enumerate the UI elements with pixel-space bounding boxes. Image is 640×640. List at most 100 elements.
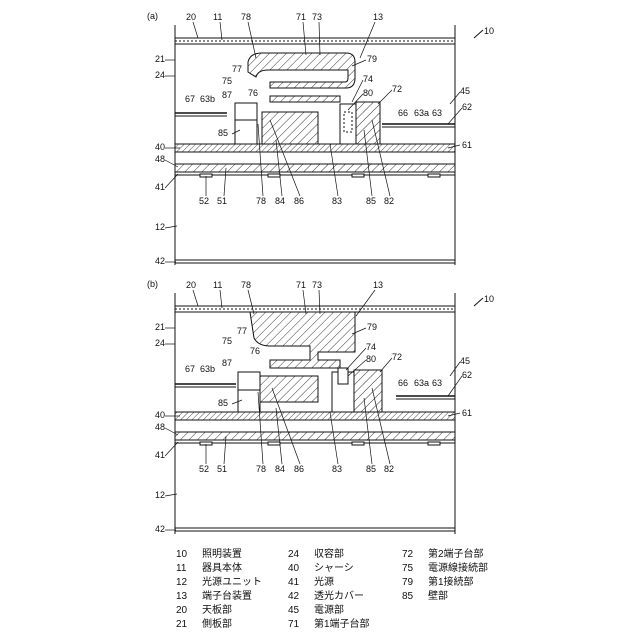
label-77: 77 (232, 64, 242, 74)
led-b-3 (352, 442, 364, 445)
label-40: 40 (155, 410, 165, 420)
terminal-71-body-b (258, 376, 318, 402)
led-b-4 (428, 442, 440, 445)
led-a-4 (428, 174, 440, 177)
label-82: 82 (384, 196, 394, 206)
label-77: 77 (237, 326, 247, 336)
label-76: 76 (248, 88, 258, 98)
label-85: 85 (366, 464, 376, 474)
wall-85-left-b (238, 390, 260, 412)
label-42: 42 (155, 524, 165, 534)
chassis-40-a (175, 144, 455, 152)
terminal-71-body-a (262, 112, 318, 144)
label-63: 63 (432, 378, 442, 388)
led-b-2 (268, 442, 280, 445)
label-13: 13 (373, 280, 383, 290)
label-63a: 63a (414, 108, 429, 118)
connector-74-a (344, 112, 352, 132)
label-85: 85 (366, 196, 376, 206)
label-78-b: 78 (256, 196, 266, 206)
label-86: 86 (294, 464, 304, 474)
label-41: 41 (155, 450, 165, 460)
label-21: 21 (155, 54, 165, 64)
label-87: 87 (222, 90, 232, 100)
label-83: 83 (332, 464, 342, 474)
light-41-row-a (175, 172, 455, 175)
connector-74-b (338, 368, 348, 384)
label-63: 63 (432, 108, 442, 118)
label-51: 51 (217, 196, 227, 206)
label-62: 62 (462, 370, 472, 380)
label-48: 48 (155, 154, 165, 164)
label-72: 72 (392, 84, 402, 94)
label-52: 52 (199, 464, 209, 474)
terminal-71-upper-a (248, 53, 355, 88)
panel-a: (a) 10 (147, 11, 494, 266)
label-45: 45 (460, 86, 470, 96)
label-75: 75 (222, 76, 232, 86)
terminal-71-arm-a (270, 96, 340, 102)
label-12: 12 (155, 222, 165, 232)
substrate-51-b (175, 432, 455, 440)
label-52: 52 (199, 196, 209, 206)
label-79: 79 (367, 54, 377, 64)
label-21: 21 (155, 322, 165, 332)
label-45: 45 (460, 356, 470, 366)
label-24: 24 (155, 338, 165, 348)
label-20: 20 (186, 12, 196, 22)
label-66: 66 (398, 378, 408, 388)
label-78: 78 (241, 280, 251, 290)
panel-a-tag: (a) (147, 11, 158, 21)
panel-b: (b) 10 20 11 78 71 73 13 21 (147, 279, 494, 534)
label-84: 84 (275, 464, 285, 474)
leader (474, 30, 483, 38)
substrate-51-a (175, 164, 455, 172)
label-12: 12 (155, 490, 165, 500)
label-63b: 63b (200, 364, 215, 374)
ref-10-a: 10 (484, 26, 494, 36)
label-24: 24 (155, 70, 165, 80)
terminal-71-upper-b (250, 312, 355, 368)
label-85-left: 85 (218, 398, 228, 408)
label-63b: 63b (200, 94, 215, 104)
label-41: 41 (155, 182, 165, 192)
label-71: 71 (296, 280, 306, 290)
label-48: 48 (155, 422, 165, 432)
label-51: 51 (217, 464, 227, 474)
label-13: 13 (373, 12, 383, 22)
label-75: 75 (222, 336, 232, 346)
label-72: 72 (392, 352, 402, 362)
label-42: 42 (155, 256, 165, 266)
label-79: 79 (367, 322, 377, 332)
label-61: 61 (462, 140, 472, 150)
label-84: 84 (275, 196, 285, 206)
label-20: 20 (186, 280, 196, 290)
label-78: 78 (241, 12, 251, 22)
label-67: 67 (185, 94, 195, 104)
ref-10-b: 10 (484, 294, 494, 304)
label-66: 66 (398, 108, 408, 118)
label-86: 86 (294, 196, 304, 206)
label-63a: 63a (414, 378, 429, 388)
label-11: 11 (213, 12, 222, 22)
label-40: 40 (155, 142, 165, 152)
label-11: 11 (213, 280, 222, 290)
label-71: 71 (296, 12, 306, 22)
leader (474, 298, 483, 306)
label-87: 87 (222, 358, 232, 368)
label-83: 83 (332, 196, 342, 206)
label-80: 80 (363, 88, 373, 98)
label-82: 82 (384, 464, 394, 474)
label-78-b: 78 (256, 464, 266, 474)
label-74: 74 (366, 342, 376, 352)
label-73: 73 (312, 12, 322, 22)
label-74: 74 (363, 74, 373, 84)
label-62: 62 (462, 102, 472, 112)
label-85-left: 85 (218, 128, 228, 138)
terminal-72-b (354, 370, 382, 412)
led-a-3 (352, 174, 364, 177)
wall-85-left-a (235, 120, 257, 144)
light-41-row-b (175, 440, 455, 443)
label-80: 80 (366, 354, 376, 364)
led-a-2 (268, 174, 280, 177)
